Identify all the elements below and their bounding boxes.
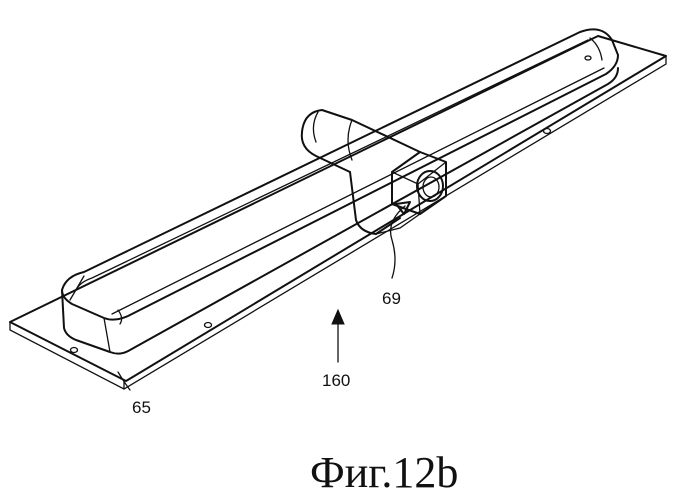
label-160: 160 <box>322 371 350 390</box>
label-69: 69 <box>382 289 401 308</box>
elongated-housing <box>62 29 618 353</box>
figure-caption: Фиг.12b <box>310 448 458 497</box>
leaders <box>118 202 410 390</box>
label-65: 65 <box>132 398 151 417</box>
